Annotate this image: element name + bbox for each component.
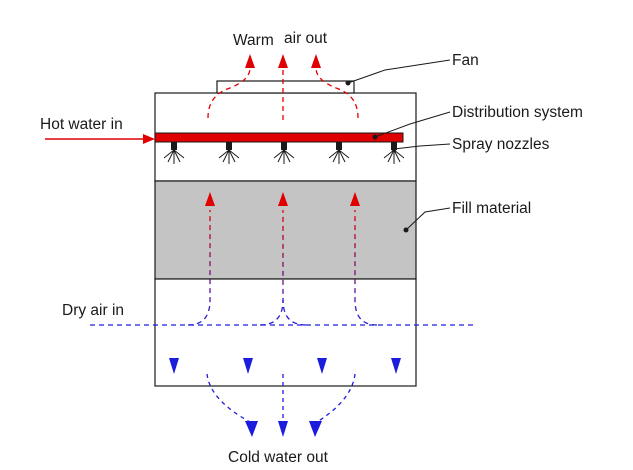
air-arrowhead (205, 192, 215, 206)
rising-air-path (187, 210, 211, 326)
spray-nozzle (383, 142, 405, 164)
air-arrowhead (278, 54, 288, 68)
spray-nozzles-leader (393, 143, 451, 150)
distribution-system-label: Distribution system (452, 104, 583, 121)
cold-water-path (206, 373, 251, 423)
air-arrowhead (245, 54, 255, 68)
tower (154, 92, 417, 387)
spray-nozzle (218, 142, 240, 164)
air-arrowhead (350, 192, 360, 206)
warm-air-path (207, 67, 251, 119)
fill-material-leader (405, 207, 451, 231)
fan-leader (347, 59, 451, 84)
water-arrowhead (245, 421, 258, 437)
warm-air-arrowheads (245, 54, 321, 68)
rising-air-arrowheads (205, 192, 360, 206)
cold-water-arrowheads (245, 421, 322, 437)
distribution-leader (374, 111, 451, 138)
fan (216, 80, 355, 94)
hot-water-inlet-arrow (45, 134, 155, 144)
tower-lower-section (154, 278, 417, 387)
distribution-bar (154, 132, 404, 143)
spray-nozzles-label: Spray nozzles (452, 136, 550, 153)
cold-water-out-paths (206, 373, 356, 423)
water-arrow (391, 190, 401, 374)
water-arrow (317, 190, 327, 374)
water-arrow (169, 190, 179, 374)
fill-material-label: Fill material (452, 200, 531, 217)
water-arrowhead (278, 421, 288, 437)
water-arrowhead (309, 421, 322, 437)
cold-water-out-label: Cold water out (228, 449, 329, 466)
leader-lines (345, 59, 451, 233)
rising-air-path (282, 299, 307, 326)
hot-water-in-label: Hot water in (40, 116, 123, 133)
air-arrowhead (278, 192, 288, 206)
warm-air-out-arrows (207, 67, 359, 120)
spray-nozzle (163, 142, 185, 164)
spray-nozzle (328, 142, 350, 164)
rising-air-path (354, 210, 378, 326)
dry-air-in-label: Dry air in (62, 302, 124, 319)
fill-material-block (154, 180, 417, 280)
spray-nozzle (273, 142, 295, 164)
water-flow-arrows (169, 190, 401, 374)
air-flow-paths (90, 210, 475, 326)
warm-air-path (315, 67, 359, 119)
cold-water-path (316, 373, 356, 423)
air-arrowhead (311, 54, 321, 68)
air-out-label: air out (284, 30, 328, 47)
warm-label: Warm (233, 32, 274, 49)
water-arrow (243, 190, 253, 374)
spray-nozzles (163, 142, 405, 164)
fan-label: Fan (452, 52, 479, 69)
